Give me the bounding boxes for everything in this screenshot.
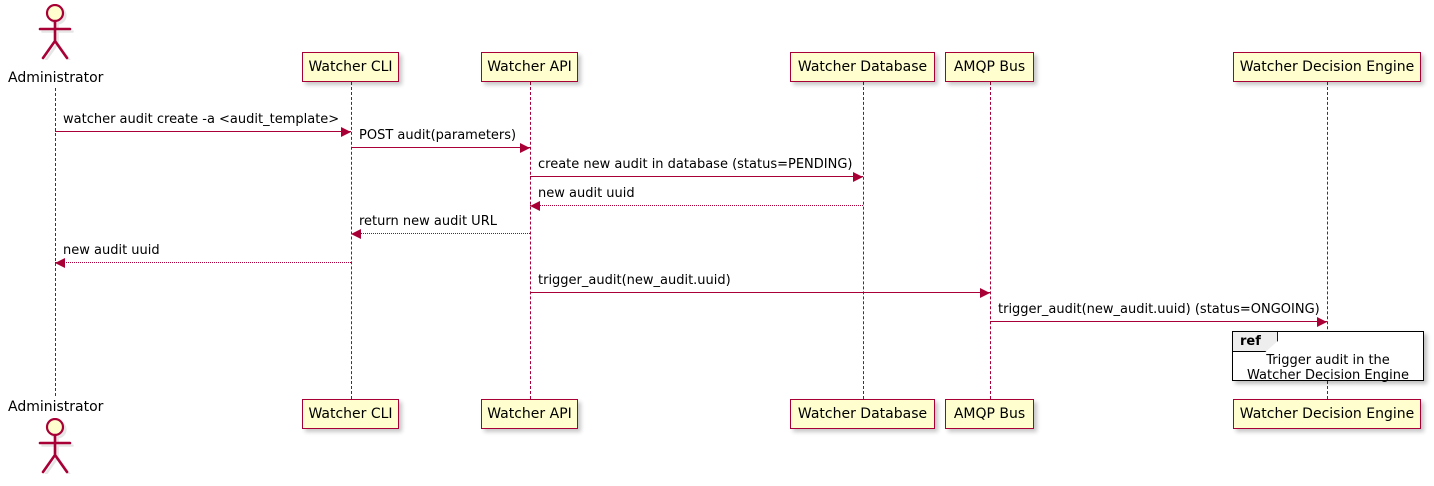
message-label-3: create new audit in database (status=PEN… [538,157,853,172]
message-line-2 [351,147,530,148]
message-arrowhead-8 [1317,316,1327,327]
message-label-2: POST audit(parameters) [359,128,517,143]
message-label-1: watcher audit create -a <audit_template> [63,112,340,127]
message-line-8 [990,321,1327,322]
lifeline-engine [1326,82,1328,399]
actor-label-administrator: Administrator [8,70,104,86]
message-label-5: return new audit URL [359,214,497,229]
message-arrowhead-1 [341,126,351,137]
participant-box-database-top[interactable]: Watcher Database [790,52,935,82]
lifeline-database [862,82,864,399]
participant-box-amqp-top[interactable]: AMQP Bus [945,52,1034,82]
ref-fragment-line-1: Trigger audit in the [1266,353,1390,368]
message-line-7 [530,292,990,293]
message-arrowhead-6 [55,257,65,268]
actor-stick-figure-icon [38,3,74,62]
message-label-7: trigger_audit(new_audit.uuid) [538,273,731,288]
lifeline-api [529,82,531,399]
message-label-8: trigger_audit(new_audit.uuid) (status=ON… [998,302,1320,317]
participant-box-engine-top[interactable]: Watcher Decision Engine [1233,52,1421,82]
participant-box-api-top[interactable]: Watcher API [481,52,578,82]
participant-box-cli-bottom[interactable]: Watcher CLI [302,399,399,429]
message-label-4: new audit uuid [538,186,635,201]
participant-box-engine-bottom[interactable]: Watcher Decision Engine [1233,399,1421,429]
message-label-6: new audit uuid [63,243,160,258]
message-arrowhead-7 [980,287,990,298]
actor-administrator [31,417,79,476]
message-line-5 [351,233,530,234]
ref-fragment-tab-label: ref [1233,332,1278,352]
participant-label-database: Watcher Database [797,406,928,422]
participant-label-amqp: AMQP Bus [953,406,1026,422]
message-line-1 [55,131,351,132]
message-arrowhead-2 [520,142,530,153]
participant-label-engine: Watcher Decision Engine [1239,59,1415,75]
participant-label-database: Watcher Database [797,59,928,75]
participant-box-cli-top[interactable]: Watcher CLI [302,52,399,82]
message-line-4 [530,205,863,206]
participant-label-amqp: AMQP Bus [953,59,1026,75]
ref-fragment-line-2: Watcher Decision Engine [1247,368,1409,383]
participant-box-api-bottom[interactable]: Watcher API [481,399,578,429]
actor-stick-figure-icon [38,417,74,476]
lifeline-administrator [54,88,56,396]
participant-box-amqp-bottom[interactable]: AMQP Bus [945,399,1034,429]
participant-label-engine: Watcher Decision Engine [1239,406,1415,422]
participant-label-api: Watcher API [487,59,572,75]
message-arrowhead-5 [351,228,361,239]
message-line-6 [55,262,351,263]
lifeline-cli [350,82,352,399]
participant-label-cli: Watcher CLI [308,406,393,422]
lifeline-amqp [989,82,991,399]
participant-box-database-bottom[interactable]: Watcher Database [790,399,935,429]
participant-label-cli: Watcher CLI [308,59,393,75]
actor-administrator [31,3,79,62]
message-line-3 [530,176,863,177]
actor-label-administrator: Administrator [8,399,104,415]
message-arrowhead-4 [530,200,540,211]
participant-label-api: Watcher API [487,406,572,422]
message-arrowhead-3 [853,171,863,182]
